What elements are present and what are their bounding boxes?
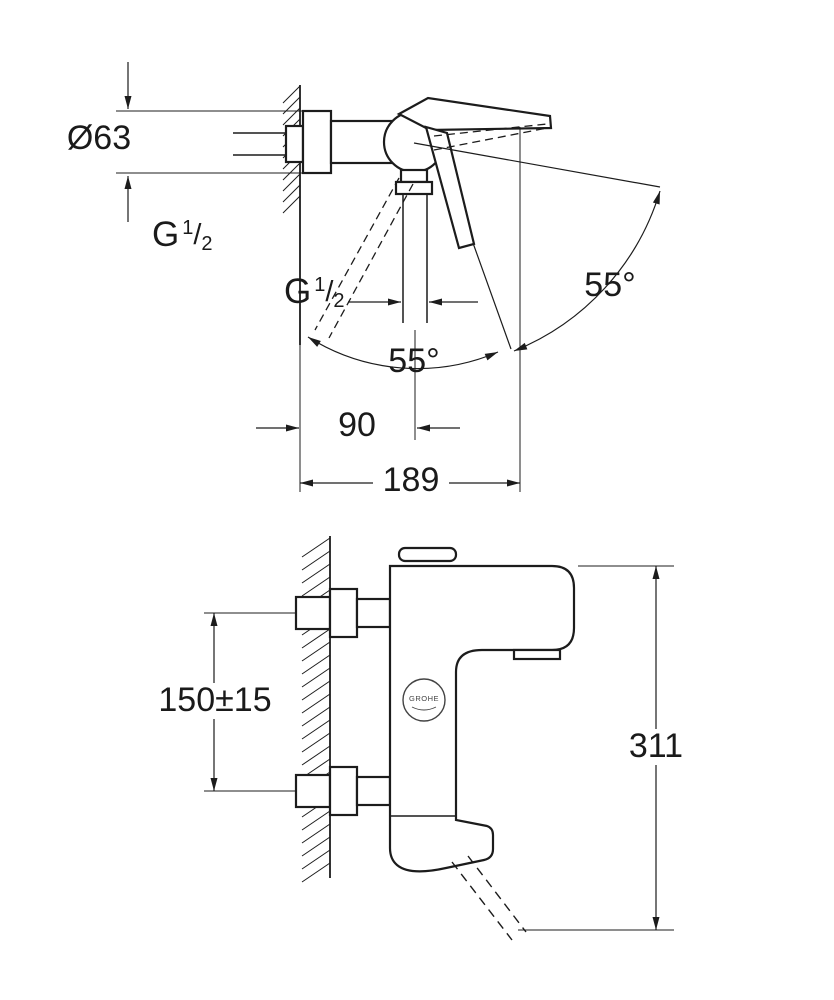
dim-label-angle-bottom: 55°: [388, 342, 440, 380]
outlet-flange: [394, 180, 434, 196]
lever-dashed-positions: [314, 123, 548, 339]
thread-numerator: 1: [314, 274, 326, 296]
body-outline-front: [388, 564, 576, 873]
wall-union-top: [294, 595, 332, 631]
dim-label-diameter: Ø63: [66, 119, 132, 157]
mounting-hardware: [294, 587, 392, 817]
dim-diameter-lines: [116, 62, 303, 222]
swing-radius-line: [413, 142, 661, 188]
side-view: [116, 62, 661, 492]
lever-top-position: [396, 96, 553, 132]
lever-extension-line: [472, 242, 512, 350]
wall-hatching-front: [301, 537, 331, 883]
outlet-stream-dashed: [451, 855, 527, 941]
spout-aerator: [512, 648, 562, 661]
connector-nut-bottom: [355, 775, 392, 807]
outlet-axis-lines: [402, 194, 428, 323]
thread-slash: /: [325, 276, 334, 308]
escutcheon-bottom: [328, 765, 359, 817]
thread-letter: G: [152, 215, 180, 254]
swing-arc-bottom: [307, 336, 499, 370]
swing-arc-right: [513, 190, 661, 352]
thread-denominator: 2: [201, 233, 213, 255]
connector-nut-top: [355, 597, 392, 629]
thread-denominator: 2: [333, 290, 345, 312]
faucet-body-front: [388, 546, 576, 873]
lever-knob-front: [397, 546, 458, 563]
dim-label-189: 189: [373, 462, 449, 499]
escutcheon-side: [301, 109, 333, 175]
grohe-logo-text: GROHE: [409, 694, 439, 703]
body-tube-side: [329, 119, 395, 165]
thread-slash: /: [193, 219, 202, 251]
front-view: GROHE: [204, 536, 674, 941]
thread-numerator: 1: [182, 217, 194, 239]
outlet-neck: [399, 168, 429, 184]
thread-letter: G: [284, 272, 312, 311]
dim-label-angle-right: 55°: [584, 266, 636, 304]
dim-label-311: 311: [617, 728, 695, 765]
faucet-body-side: [284, 96, 553, 250]
inwall-connector: [284, 124, 305, 164]
dim-label-90: 90: [338, 406, 376, 444]
lever-angled-position: [424, 125, 476, 250]
supply-pipe-lines: [233, 132, 287, 156]
swing-geometry: [307, 142, 661, 370]
grohe-logo: GROHE: [402, 678, 446, 722]
escutcheon-top: [328, 587, 359, 639]
wall-union-bottom: [294, 773, 332, 809]
dim-label-150: 150±15: [146, 682, 284, 719]
